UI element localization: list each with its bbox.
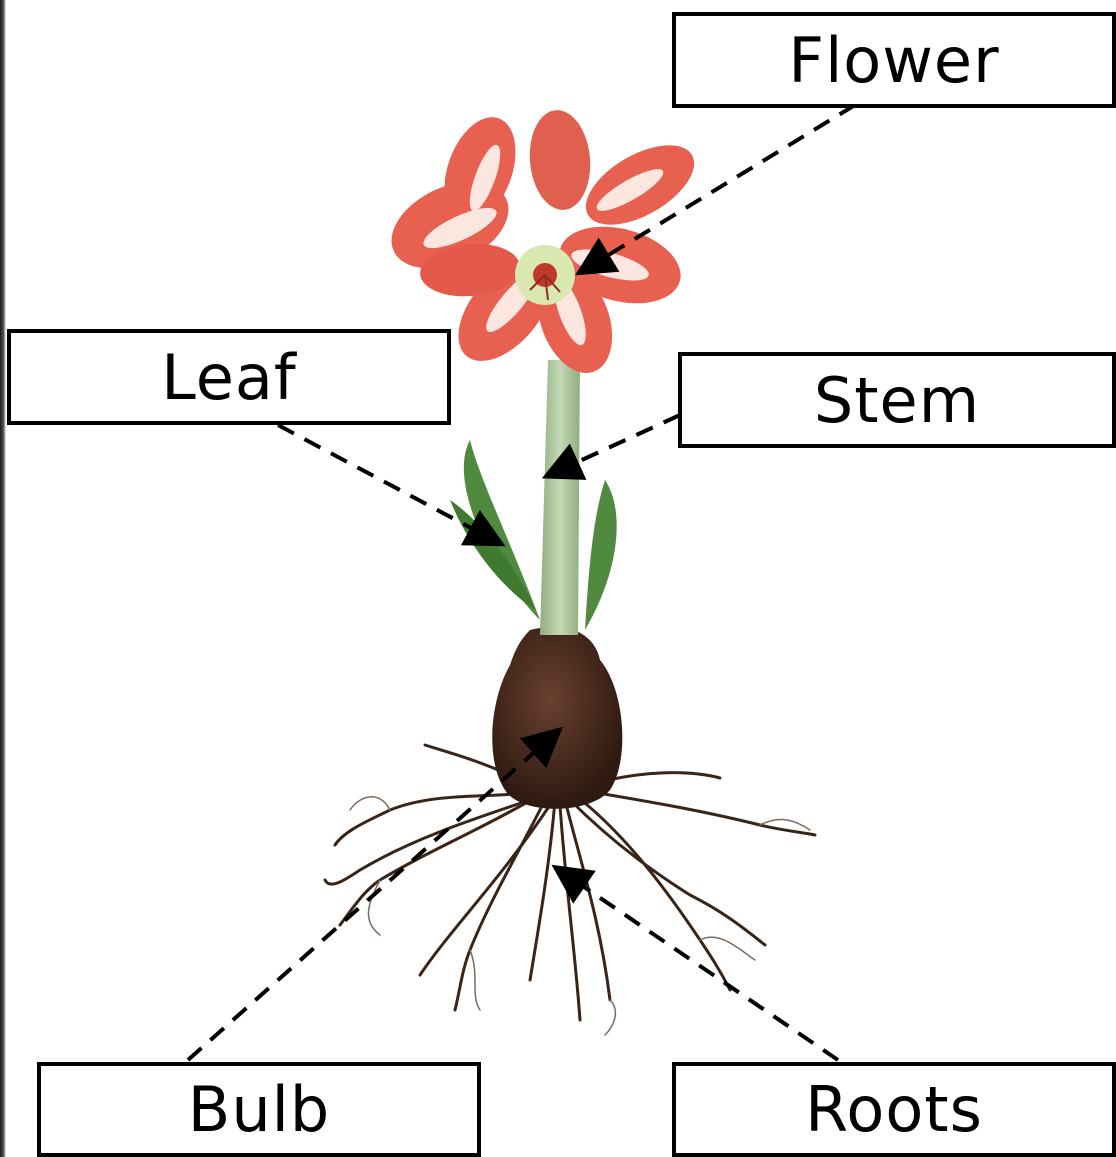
bulb <box>492 627 622 809</box>
fine-roots <box>350 797 810 1035</box>
leaf-label-box: Leaf <box>7 329 451 425</box>
stem-label: Stem <box>814 364 980 437</box>
flower-label: Flower <box>788 24 999 97</box>
leaf-label: Leaf <box>161 341 296 414</box>
leaf-right <box>585 480 617 630</box>
bulb-label: Bulb <box>188 1073 330 1146</box>
roots-label-box: Roots <box>672 1062 1116 1157</box>
roots-label: Roots <box>805 1073 983 1146</box>
stem <box>540 360 580 635</box>
bulb-label-box: Bulb <box>37 1062 481 1157</box>
leaf-leader <box>278 425 488 537</box>
flower-label-box: Flower <box>672 12 1116 108</box>
roots-leader <box>568 876 838 1060</box>
stem-label-box: Stem <box>678 352 1116 448</box>
